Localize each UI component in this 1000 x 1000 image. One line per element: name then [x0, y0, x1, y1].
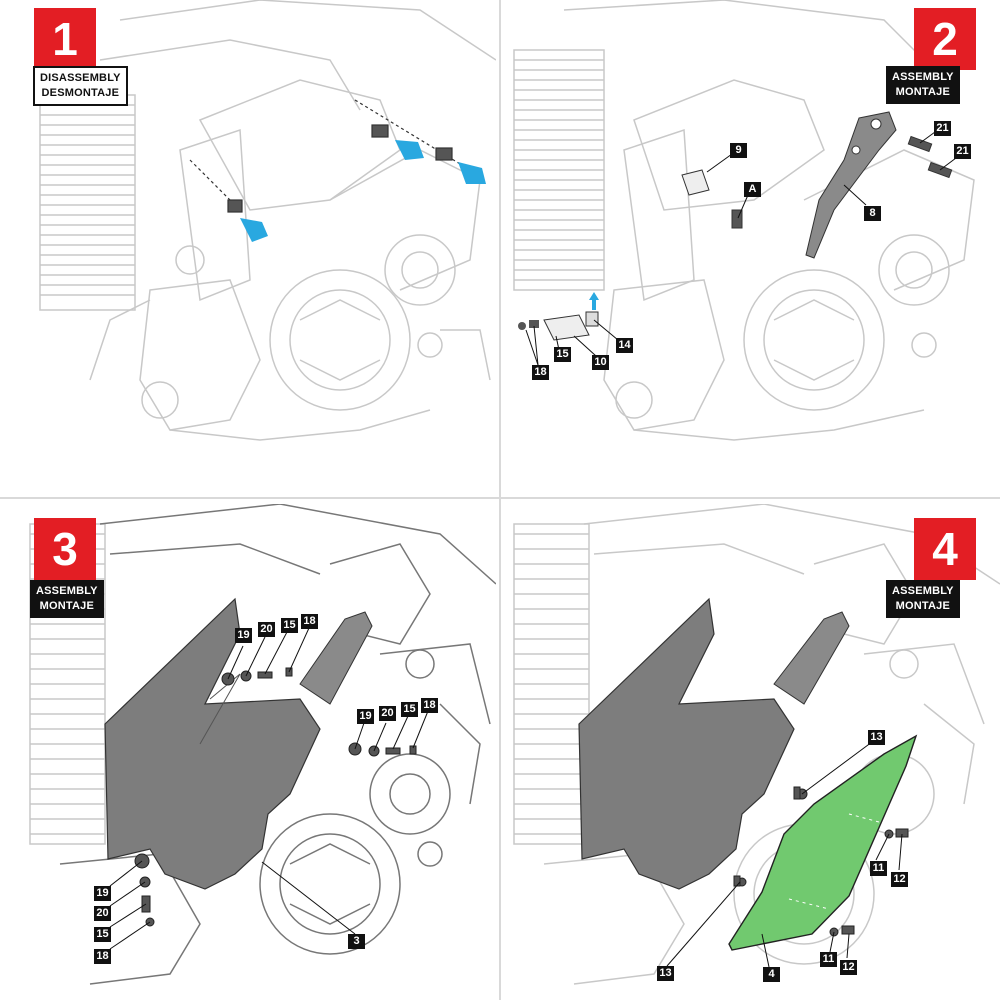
part-callout-15: 15	[554, 347, 571, 362]
bracket-part-8	[805, 111, 897, 259]
step-action-label: ASSEMBLY MONTAJE	[30, 580, 104, 618]
panel-step-1: 1 DISASSEMBLY DESMONTAJE	[0, 0, 496, 496]
part-callout-10: 10	[592, 355, 609, 370]
part-callout-20: 20	[258, 622, 275, 637]
part-callout-19: 19	[235, 628, 252, 643]
step-number-badge: 1	[34, 8, 96, 70]
part-callout-19: 19	[357, 709, 374, 724]
panel-step-2: 2 ASSEMBLY MONTAJE 9 A 8 21 21 15 10 14 …	[504, 0, 1000, 496]
part-callout-14: 14	[616, 338, 633, 353]
label-line-1: DISASSEMBLY	[40, 72, 121, 84]
part-callout-21: 21	[954, 144, 971, 159]
label-line-2: MONTAJE	[39, 600, 95, 612]
part-callout-13: 13	[657, 966, 674, 981]
engine-drawing-disassembly	[39, 0, 496, 441]
engine-drawing-bracket-assembly	[513, 0, 975, 441]
green-cover-part-4	[728, 734, 918, 951]
step-action-label: DISASSEMBLY DESMONTAJE	[33, 66, 128, 106]
removal-arrows	[240, 140, 486, 242]
step-number-badge: 3	[34, 518, 96, 580]
step-action-label: ASSEMBLY MONTAJE	[886, 66, 960, 104]
step-action-label: ASSEMBLY MONTAJE	[886, 580, 960, 618]
panel-step-4: 4 ASSEMBLY MONTAJE 13 11 12 13 11 12 4	[504, 504, 1000, 1000]
part-callout-15: 15	[401, 702, 418, 717]
part-callout-4: 4	[763, 967, 780, 982]
label-line-2: MONTAJE	[895, 600, 951, 612]
part-callout-21: 21	[934, 121, 951, 136]
part-callout-13: 13	[868, 730, 885, 745]
part-callout-3: 3	[348, 934, 365, 949]
engine-drawing-green-cover-assembly	[513, 504, 1000, 985]
part-callout-11: 11	[820, 952, 837, 967]
label-line-1: ASSEMBLY	[892, 71, 954, 83]
part-callout-a: A	[744, 182, 761, 197]
label-line-2: DESMONTAJE	[41, 87, 120, 99]
part-callout-20: 20	[379, 706, 396, 721]
part-callout-18: 18	[94, 949, 111, 964]
part-callout-15: 15	[94, 927, 111, 942]
part-callout-19: 19	[94, 886, 111, 901]
label-line-1: ASSEMBLY	[36, 585, 98, 597]
radiator	[39, 94, 136, 311]
part-callout-18: 18	[301, 614, 318, 629]
part-callout-18: 18	[532, 365, 549, 380]
part-callout-12: 12	[891, 872, 908, 887]
step-number-badge: 2	[914, 8, 976, 70]
part-callout-8: 8	[864, 206, 881, 221]
vertical-divider	[499, 0, 501, 1000]
part-callout-15: 15	[281, 618, 298, 633]
part-callout-12: 12	[840, 960, 857, 975]
label-line-2: MONTAJE	[895, 86, 951, 98]
panel-step-3: 3 ASSEMBLY MONTAJE 19 20 15 18 19 20 15 …	[0, 504, 496, 1000]
part-callout-11: 11	[870, 861, 887, 876]
label-line-1: ASSEMBLY	[892, 585, 954, 597]
side-cover-part-3	[104, 597, 321, 890]
horizontal-divider	[0, 497, 1000, 499]
part-callout-9: 9	[730, 143, 747, 158]
step-number-badge: 4	[914, 518, 976, 580]
part-callout-18: 18	[421, 698, 438, 713]
part-callout-20: 20	[94, 906, 111, 921]
